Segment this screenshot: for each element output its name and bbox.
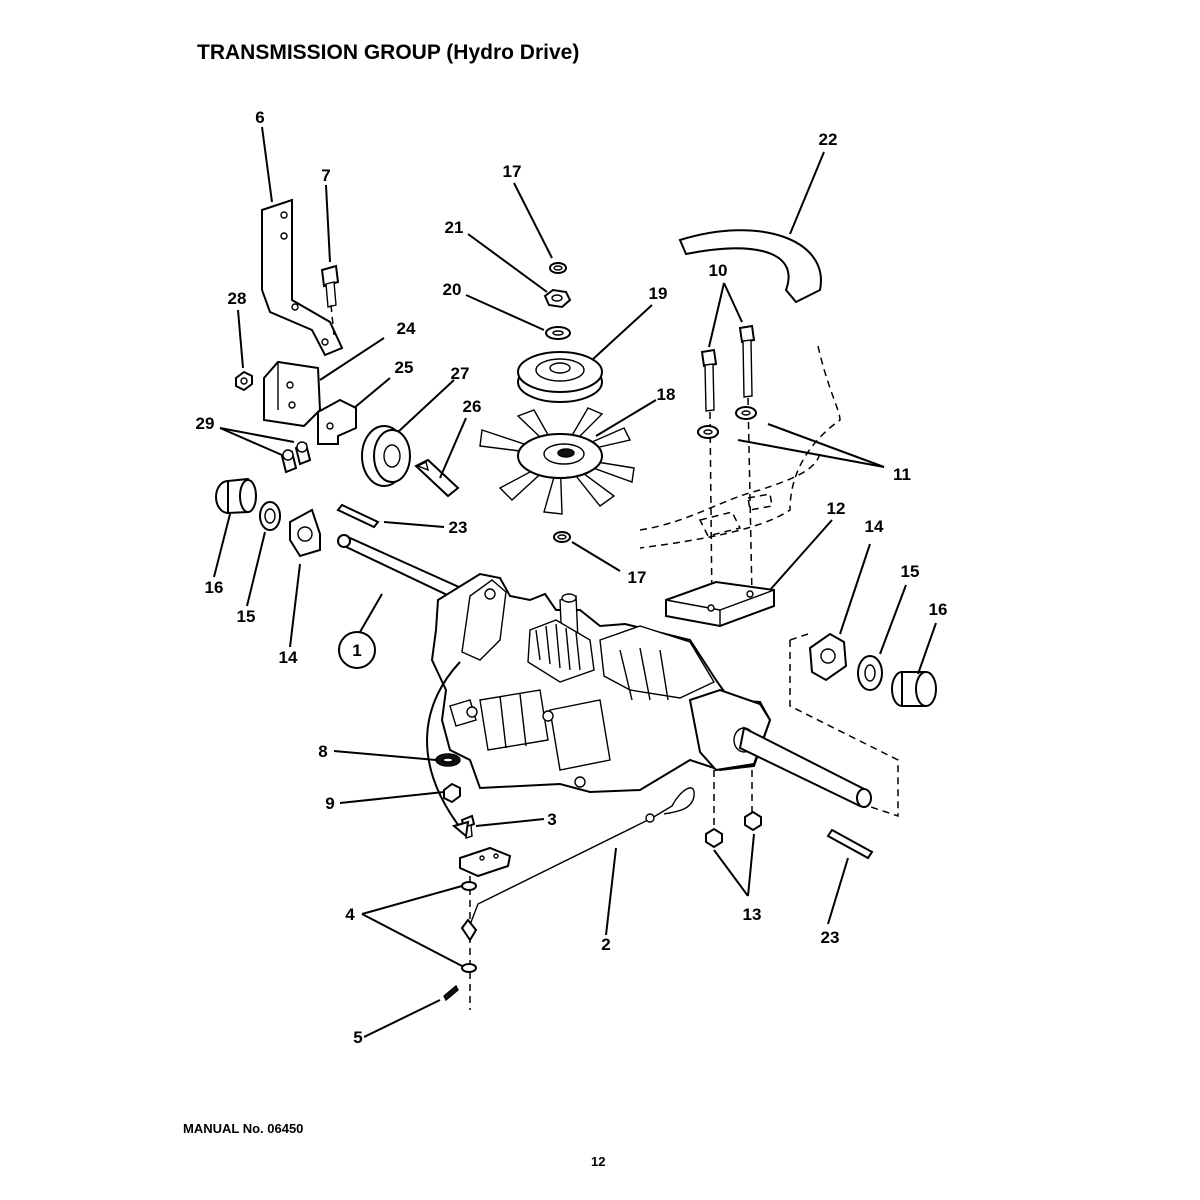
part-transaxle-1 [337, 534, 872, 808]
part-key-23-top [336, 503, 380, 529]
part-pulley-27 [361, 425, 411, 487]
callout-8: 8 [318, 742, 327, 761]
callout-7: 7 [321, 166, 330, 185]
callout-27: 27 [451, 364, 470, 383]
right-axle-guide [789, 633, 899, 818]
part-washer-8 [435, 753, 461, 767]
part-screws-29 [280, 441, 312, 474]
callout-6: 6 [255, 108, 264, 127]
callout-25: 25 [395, 358, 414, 377]
callout-22: 22 [819, 130, 838, 149]
callout-15-right: 15 [901, 562, 920, 581]
callout-5: 5 [353, 1028, 362, 1047]
part-pin-26 [414, 458, 460, 498]
part-washer-15-left [259, 501, 281, 531]
leader-lines [213, 126, 937, 1038]
callout-21: 21 [445, 218, 464, 237]
page-number: 12 [591, 1154, 606, 1169]
callout-23-lower: 23 [821, 928, 840, 947]
part-bracket-14-left [289, 508, 321, 558]
part-pin-5 [443, 984, 459, 1002]
part-bracket-14-right [808, 632, 848, 682]
callout-1: 1 [352, 641, 361, 660]
part-bushing-16-left [215, 477, 258, 515]
part-nut-21 [543, 288, 572, 309]
callout-10: 10 [709, 261, 728, 280]
part-ring-17-lower [553, 531, 571, 543]
part-bracket-25 [317, 398, 357, 445]
callout-24: 24 [397, 319, 416, 338]
callout-20: 20 [443, 280, 462, 299]
callout-19: 19 [649, 284, 668, 303]
callout-2: 2 [601, 935, 610, 954]
part-fan-18 [479, 407, 635, 515]
part-bolt-7 [320, 264, 340, 336]
callout-14-left: 14 [279, 648, 298, 667]
callout-labels: 1 2 3 4 5 6 7 8 9 10 11 12 13 14 14 15 1… [196, 108, 948, 1047]
callout-13: 13 [743, 905, 762, 924]
callout-12: 12 [827, 499, 846, 518]
callout-17-lower: 17 [628, 568, 647, 587]
callout-28: 28 [228, 289, 247, 308]
callout-16-right: 16 [929, 600, 948, 619]
part-washers-11 [697, 406, 757, 439]
page-title: TRANSMISSION GROUP (Hydro Drive) [197, 41, 580, 64]
callout-17-top: 17 [503, 162, 522, 181]
callout-4: 4 [345, 905, 355, 924]
part-bolts-10 [700, 324, 756, 611]
callout-11: 11 [893, 465, 911, 484]
part-rod-2 [460, 787, 695, 942]
callout-23-top: 23 [449, 518, 468, 537]
part-pad-12 [665, 580, 775, 628]
part-nut-9 [443, 782, 461, 804]
callout-14-right: 14 [865, 517, 884, 536]
part-ring-17-top [549, 262, 567, 274]
part-bracket-6 [261, 198, 344, 357]
part-nuts-13 [705, 770, 762, 849]
callout-16-left: 16 [205, 578, 224, 597]
manual-number: MANUAL No. 06450 [183, 1121, 304, 1136]
part-washer-20 [545, 326, 571, 340]
part-pulley-19 [517, 351, 603, 403]
callout-3: 3 [547, 810, 556, 829]
callout-18: 18 [657, 385, 676, 404]
callout-9: 9 [325, 794, 334, 813]
part-key-23-lower [826, 828, 874, 860]
callout-1-circle [338, 631, 376, 669]
frame-outline [639, 345, 841, 549]
part-plate-24 [263, 360, 322, 428]
part-belt-22 [678, 229, 822, 304]
assembly-arrow [426, 661, 470, 838]
part-link-plate [459, 846, 512, 1010]
part-bushing-16-right [891, 671, 937, 707]
callout-15-left: 15 [237, 607, 256, 626]
callout-29: 29 [196, 414, 215, 433]
part-nut-28 [235, 370, 253, 392]
callout-26: 26 [463, 397, 482, 416]
part-washer-15-right [857, 655, 883, 691]
